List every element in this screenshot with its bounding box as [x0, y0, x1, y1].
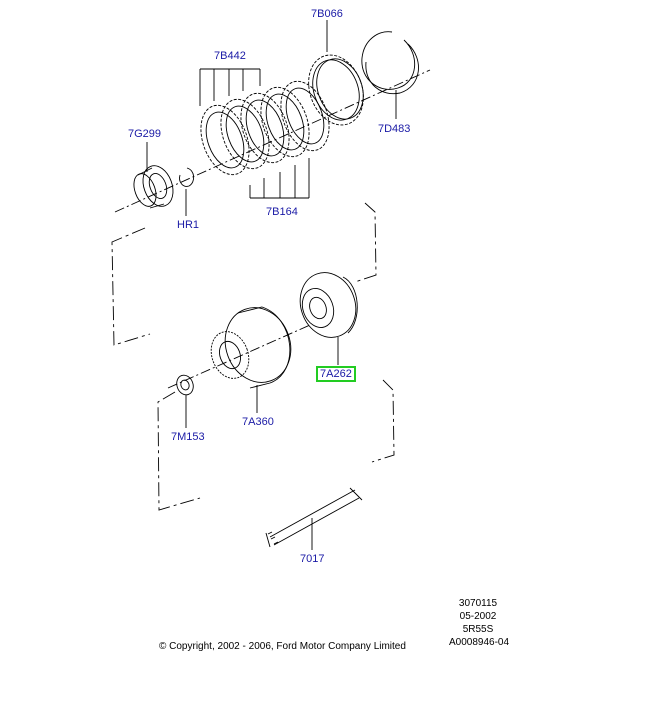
part-7A262-drum: [299, 272, 358, 338]
leader-lines: [146, 20, 397, 550]
part-label-7017[interactable]: 7017: [300, 553, 325, 565]
part-label-7M153[interactable]: 7M153: [171, 431, 205, 443]
lower-axis-line: [167, 324, 311, 389]
part-clutch-plate-stack: [200, 80, 330, 176]
part-label-7A360[interactable]: 7A360: [242, 416, 274, 428]
part-HR1-circlip: [179, 167, 195, 187]
part-label-7B442[interactable]: 7B442: [214, 50, 246, 62]
illustration-number: 3070115: [458, 598, 498, 609]
upper-axis-line: [114, 69, 431, 213]
part-7D483-snap-ring: [361, 31, 419, 95]
reference-code: A0008946-04: [448, 637, 510, 648]
part-7017-shaft: [265, 487, 363, 548]
part-label-7B164[interactable]: 7B164: [266, 206, 298, 218]
lower-group-bracket-right: [371, 379, 395, 463]
part-label-7D483[interactable]: 7D483: [378, 123, 411, 135]
upper-group-bracket: [111, 227, 151, 346]
part-label-7G299[interactable]: 7G299: [128, 128, 162, 140]
part-7M153-washer: [176, 374, 194, 396]
part-7G299-bearing: [133, 165, 174, 209]
part-label-7B066[interactable]: 7B066: [311, 8, 343, 20]
copyright-notice: © Copyright, 2002 - 2006, Ford Motor Com…: [159, 641, 406, 652]
lower-group-bracket: [157, 391, 201, 511]
part-label-7A262[interactable]: 7A262: [316, 366, 356, 382]
transmission-model: 5R55S: [462, 624, 494, 635]
upper-group-bracket-right: [354, 202, 377, 283]
part-label-HR1[interactable]: HR1: [177, 219, 200, 231]
illustration-date: 05-2002: [459, 611, 497, 622]
part-7B066-ring: [308, 54, 364, 126]
part-7A360-drum: [210, 306, 292, 389]
